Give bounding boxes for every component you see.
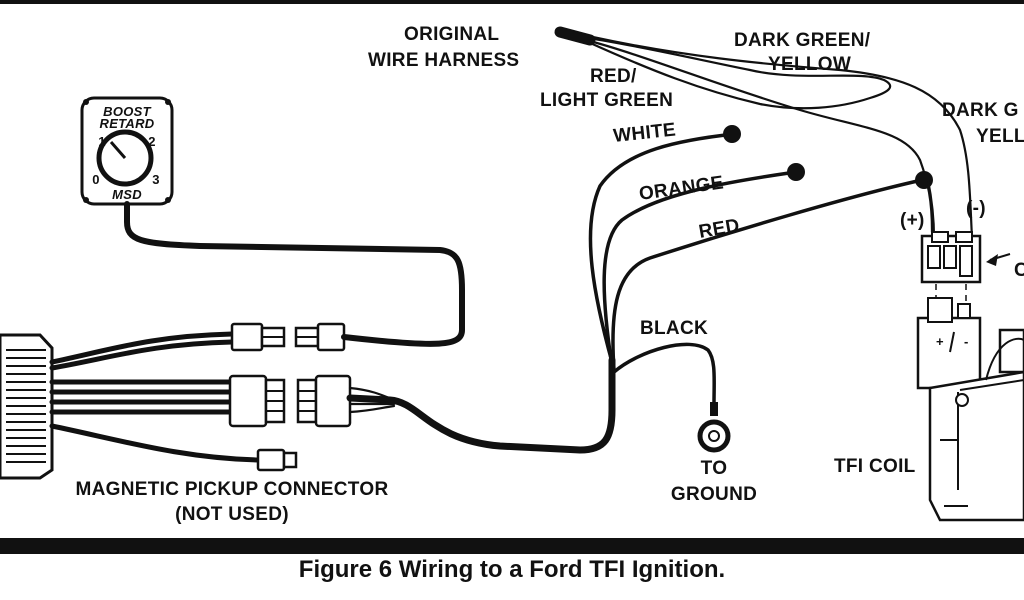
ignition-box-cables — [49, 331, 261, 463]
label-to-ground-line1: TO — [701, 458, 728, 479]
svg-text:+: + — [936, 334, 944, 349]
boost-connector-pair — [230, 322, 346, 352]
label-black: BLACK — [640, 318, 708, 339]
knob-tick-2: 2 — [148, 134, 156, 149]
label-white: WHITE — [612, 120, 677, 147]
label-dkgreen-line1: DARK GREEN/ — [734, 30, 871, 51]
main-connector-pair — [228, 374, 352, 428]
knob-tick-0: 0 — [92, 172, 100, 187]
figure-caption: Figure 6 Wiring to a Ford TFI Ignition. — [298, 556, 726, 583]
label-harness-line2: WIRE HARNESS — [368, 50, 519, 71]
label-red: RED — [697, 215, 741, 243]
label-arrow: C — [1014, 260, 1024, 281]
label-red-lg-line2: LIGHT GREEN — [540, 90, 673, 111]
knob-pointer — [109, 141, 127, 159]
label-dkgreen-right-line1: DARK G — [942, 100, 1019, 121]
splice-orange — [787, 163, 805, 181]
knob-title-line1: BOOST — [103, 104, 151, 119]
main-cable — [346, 356, 616, 454]
top-border — [0, 0, 1024, 4]
tfi-coil: + - — [916, 297, 1024, 522]
plug-arrow — [986, 253, 1011, 266]
boost-retard-control: BOOST RETARD 1 2 0 3 MSD — [80, 96, 174, 206]
coil-plug — [920, 231, 982, 284]
knob-title-line2: RETARD — [100, 116, 155, 131]
splice-white — [723, 125, 741, 143]
label-harness-line1: ORIGINAL — [404, 24, 499, 45]
label-pickup-line1: MAGNETIC PICKUP CONNECTOR — [76, 479, 389, 500]
label-dkgreen-right-line2: YELL — [976, 126, 1024, 147]
bottom-border — [0, 538, 1024, 554]
black-ground-wire — [612, 342, 716, 406]
label-tfi-coil: TFI COIL — [834, 456, 916, 477]
label-minus: (-) — [966, 198, 986, 219]
ignition-box — [0, 333, 54, 480]
knob-cable — [124, 201, 465, 347]
main-cable-wires — [348, 386, 396, 414]
harness-wires — [588, 132, 924, 372]
knob-tick-3: 3 — [152, 172, 160, 187]
label-dkgreen-line2: YELLOW — [768, 54, 851, 75]
ground-ring-terminal — [697, 402, 731, 453]
label-red-lg-line1: RED/ — [590, 66, 637, 87]
knob-brand: MSD — [112, 187, 142, 202]
label-to-ground-line2: GROUND — [671, 484, 757, 505]
knob-tick-1: 1 — [98, 134, 106, 149]
svg-text:-: - — [964, 334, 969, 349]
label-plus: (+) — [900, 210, 925, 231]
pickup-connector — [256, 448, 298, 472]
label-orange: ORANGE — [638, 172, 725, 205]
label-pickup-line2: (NOT USED) — [175, 504, 289, 525]
